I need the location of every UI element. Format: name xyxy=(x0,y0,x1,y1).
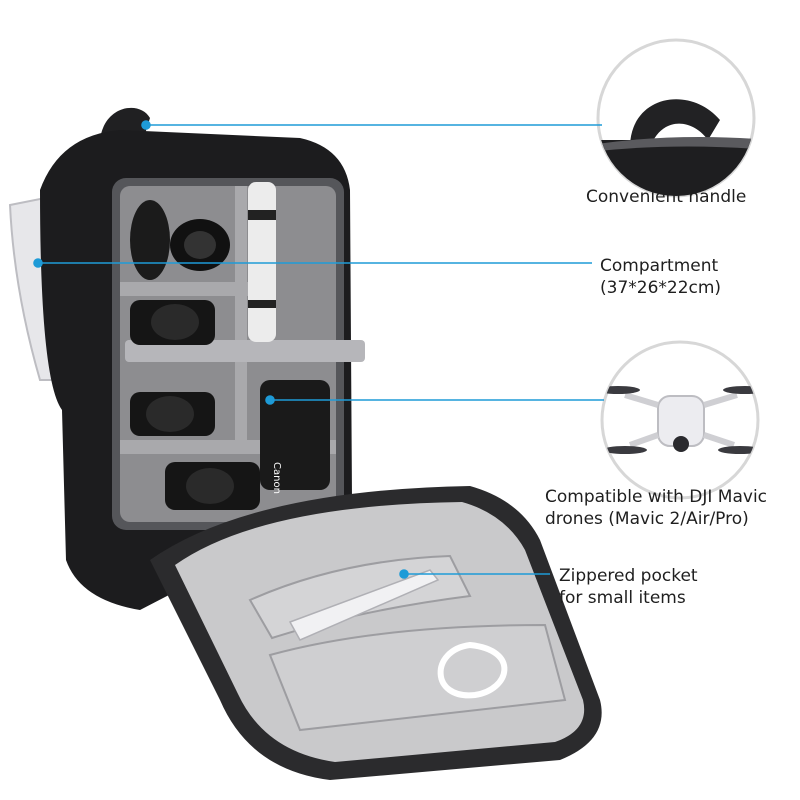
callout-handle-text: Convenient handle xyxy=(586,187,747,207)
callout-drone-line1: Compatible with DJI Mavic xyxy=(545,487,768,507)
cable-bundle xyxy=(437,641,508,699)
callout-compartment-dimensions: (37*26*22cm) xyxy=(600,278,722,298)
camera-logo: Canon xyxy=(271,462,282,494)
callout-drone: Compatible with DJI Mavic drones (Mavic … xyxy=(545,486,767,530)
callout-pocket-line2: for small items xyxy=(559,588,686,608)
velcro-strap xyxy=(125,340,365,362)
callout-pocket: Zippered pocket for small items xyxy=(559,565,698,609)
callout-handle: Convenient handle xyxy=(586,186,746,208)
lens-items xyxy=(130,182,330,510)
leader-lines xyxy=(33,120,604,579)
callout-drone-line2: drones (Mavic 2/Air/Pro) xyxy=(545,509,749,529)
callout-pocket-line1: Zippered pocket xyxy=(559,566,698,586)
callout-compartment: Compartment (37*26*22cm) xyxy=(600,255,721,299)
callout-compartment-title: Compartment xyxy=(600,256,719,276)
